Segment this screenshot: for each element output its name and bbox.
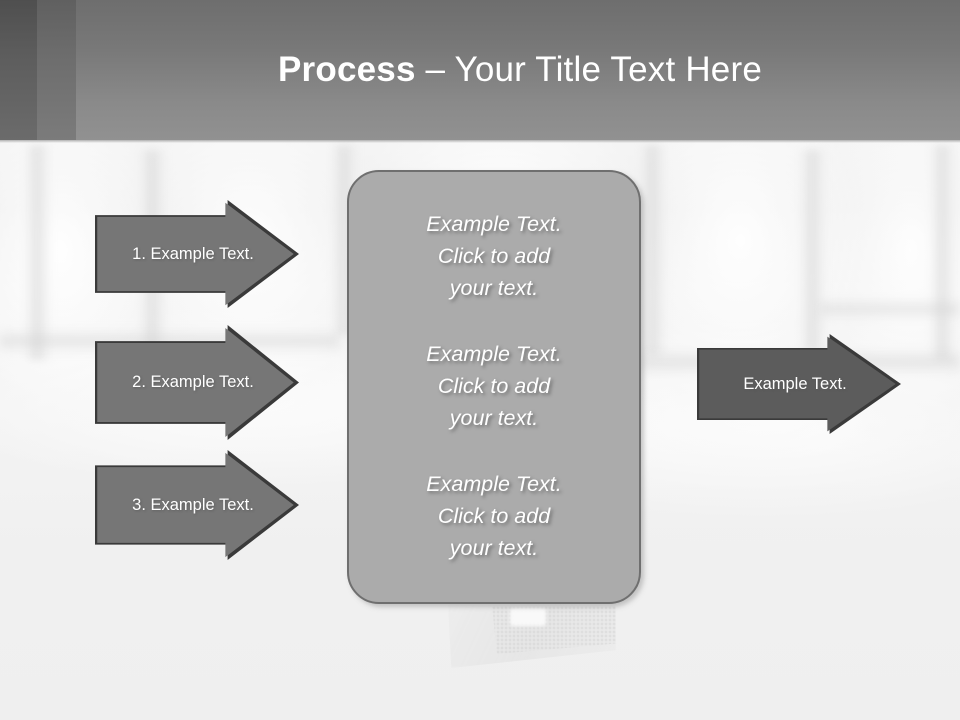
step-arrow-3[interactable]: 3. Example Text. <box>95 450 299 560</box>
page-title-bold: Process <box>278 50 416 89</box>
panel-text-block-1[interactable]: Example Text. Click to add your text. <box>426 212 562 300</box>
step-arrow-2[interactable]: 2. Example Text. <box>95 325 299 440</box>
background-cushion-line <box>820 300 960 318</box>
result-arrow[interactable]: Example Text. <box>697 334 901 434</box>
page-title-rest: – Your Title Text Here <box>415 50 762 89</box>
background-seam <box>640 145 666 355</box>
background-seam <box>930 145 956 360</box>
centre-content-panel[interactable]: Example Text. Click to add your text. Ex… <box>347 170 641 604</box>
result-arrow-label: Example Text. <box>743 374 847 393</box>
background-cushion-line <box>0 330 340 352</box>
title-stripe-dark <box>0 0 37 140</box>
panel-text-block-3[interactable]: Example Text. Click to add your text. <box>426 472 562 560</box>
step-arrow-3-label: 3. Example Text. <box>132 495 254 514</box>
background-seam <box>800 150 826 350</box>
step-arrow-2-label: 2. Example Text. <box>132 373 254 391</box>
title-band <box>0 0 960 140</box>
background-seam <box>25 145 51 360</box>
background-texture-highlight <box>510 608 546 626</box>
title-band-underline <box>0 140 960 143</box>
title-stripe-mid <box>37 0 76 140</box>
page-title[interactable]: Process – Your Title Text Here <box>120 48 920 92</box>
step-arrow-1[interactable]: 1. Example Text. <box>95 200 299 308</box>
step-arrow-1-label: 1. Example Text. <box>132 244 254 263</box>
panel-text-block-2[interactable]: Example Text. Click to add your text. <box>426 342 562 430</box>
